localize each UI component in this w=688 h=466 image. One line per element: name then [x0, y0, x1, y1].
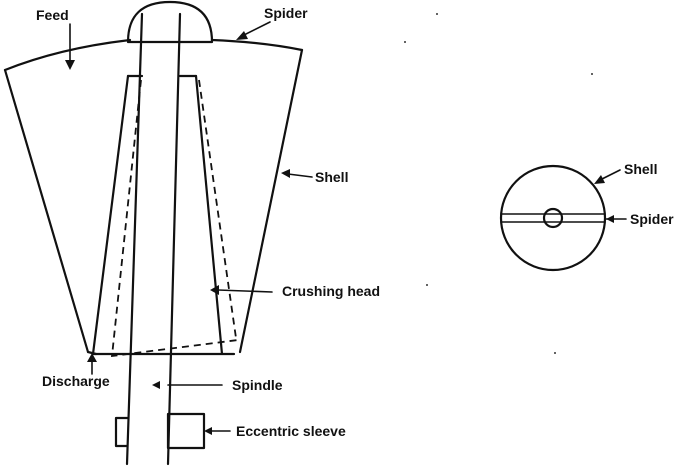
crushing-head-arrow-line [217, 289, 273, 293]
plan-view: Shell Spider [499, 161, 674, 272]
crushing-head-arrow-head-icon [210, 285, 219, 295]
plan-shell-label: Shell [624, 161, 657, 177]
crushing-head-dashed [110, 79, 239, 358]
eccentric-sleeve-pointer-head-icon [204, 427, 212, 435]
shell-outline [3, 48, 304, 354]
spindle-right-edge [166, 12, 182, 466]
spider-label: Spider [264, 5, 308, 21]
crushing-head-solid [91, 74, 236, 356]
scan-speckles [404, 13, 593, 354]
shell-label: Shell [315, 169, 348, 185]
feed-label: Feed [36, 7, 69, 23]
eccentric-sleeve-right [166, 412, 206, 450]
eccentric-sleeve-label: Eccentric sleeve [236, 423, 346, 439]
plan-shell-circle [499, 164, 607, 272]
shell-top-right [210, 38, 304, 52]
discharge-label: Discharge [42, 373, 110, 389]
spindle-left-edge [125, 12, 144, 466]
crushing-head-label: Crushing head [282, 283, 380, 299]
plan-shell-arrow-line [599, 169, 621, 181]
feed-arrow-head-icon [65, 60, 75, 70]
plan-shell-arrow-head-icon [594, 175, 605, 184]
spindle-pointer-head-icon [152, 381, 160, 389]
shell-arrow-head-icon [281, 169, 290, 178]
spider-dome [126, 0, 214, 44]
shell-top-left [3, 38, 132, 72]
section-view: Feed Spider Shell Crushing head Discharg… [3, 0, 380, 466]
discharge-arrow-head-icon [87, 353, 97, 362]
spindle-label: Spindle [232, 377, 283, 393]
eccentric-sleeve-left [114, 416, 130, 448]
plan-spider-label: Spider [630, 211, 674, 227]
spider-arrow-head-icon [236, 31, 248, 40]
plan-spider-pointer-head-icon [606, 215, 614, 223]
plan-spindle-circle [542, 207, 564, 229]
spider-arrow-line [241, 21, 271, 37]
shell-arrow-line [287, 173, 313, 178]
